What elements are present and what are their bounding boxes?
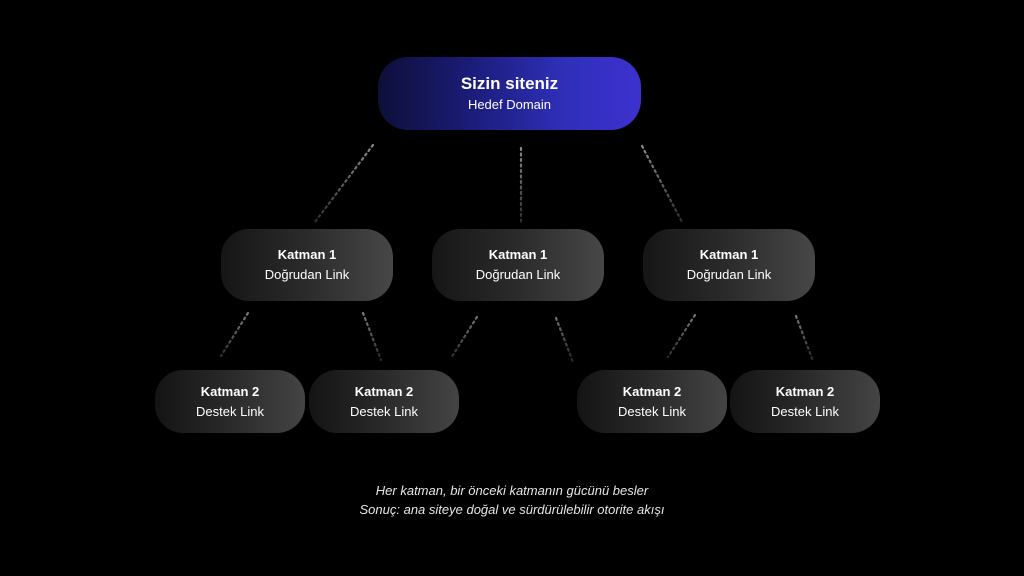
tier2-node-4: Katman 2 Destek Link [730,370,880,433]
caption-line-2: Sonuç: ana siteye doğal ve sürdürülebili… [359,502,665,517]
root-node-subtitle: Hedef Domain [467,97,552,112]
root-node-title: Sizin siteniz [460,74,559,93]
tier2-node-title: Katman 2 [622,383,682,399]
root-node-target-site: Sizin siteniz Hedef Domain [378,57,641,130]
tier1-node-subtitle: Doğrudan Link [264,267,350,282]
caption-line-1: Her katman, bir önceki katmanın gücünü b… [375,483,649,498]
tier1-node-left: Katman 1 Doğrudan Link [221,229,393,301]
tier2-node-subtitle: Destek Link [771,403,839,419]
tier2-node-subtitle: Destek Link [618,403,686,419]
connector-tier1-right-to-tier2-c [666,313,697,359]
tier1-node-center: Katman 1 Doğrudan Link [432,229,604,301]
tier2-node-1: Katman 2 Destek Link [155,370,305,433]
tier2-node-title: Katman 2 [200,383,260,399]
tier1-node-subtitle: Doğrudan Link [475,267,561,282]
tier2-node-title: Katman 2 [775,383,835,399]
tier1-node-title: Katman 1 [488,247,548,262]
tier2-node-subtitle: Destek Link [350,403,418,419]
tier1-node-right: Katman 1 Doğrudan Link [643,229,815,301]
tier2-node-subtitle: Destek Link [196,403,264,419]
tier1-node-subtitle: Doğrudan Link [686,267,772,282]
tier2-node-3: Katman 2 Destek Link [577,370,727,433]
connector-root-to-tier1-right [640,144,684,224]
diagram-caption: Her katman, bir önceki katmanın gücünü b… [0,481,1024,519]
tier2-node-2: Katman 2 Destek Link [309,370,459,433]
connector-tier1-center-to-tier2-b [449,315,479,360]
tier1-node-title: Katman 1 [699,247,759,262]
connector-tier1-right-to-tier2-d [794,314,815,363]
connector-tier1-left-to-tier2-b [361,311,383,362]
connector-tier1-center-to-tier2-c [554,316,575,364]
tier1-node-title: Katman 1 [277,247,337,262]
connector-tier1-left-to-tier2-a [219,311,250,358]
tier2-node-title: Katman 2 [354,383,414,399]
connector-root-to-tier1-left [313,143,375,224]
